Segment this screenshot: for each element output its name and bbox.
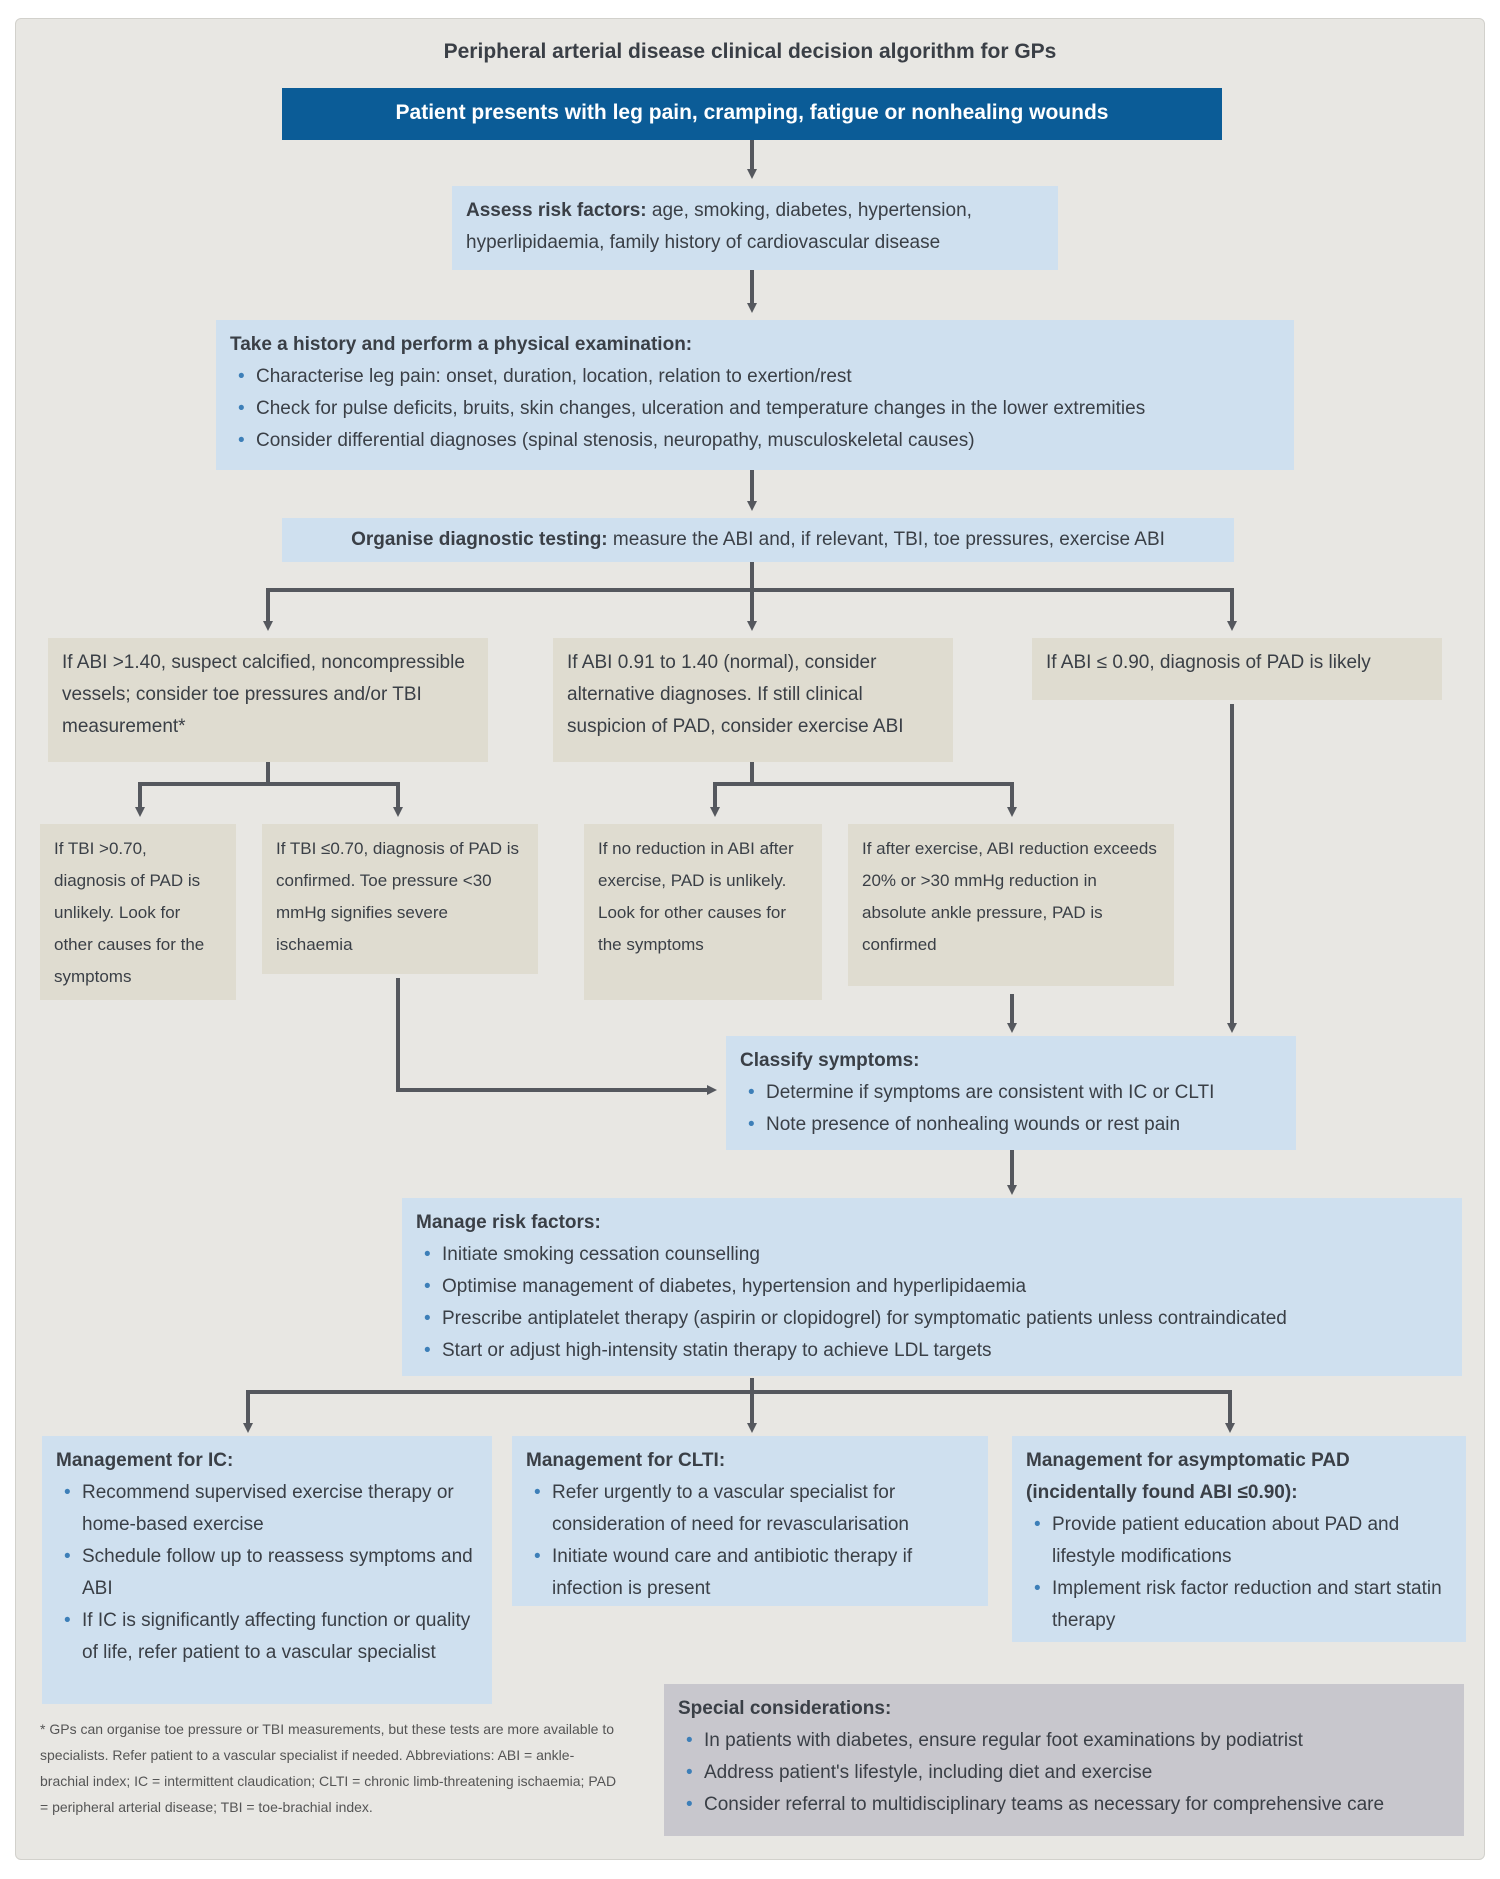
management-ic-list: Recommend supervised exercise therapy or… xyxy=(56,1477,478,1669)
history-item: Consider differential diagnoses (spinal … xyxy=(230,425,1280,457)
split-mid-bar xyxy=(713,782,1017,817)
exercise-drop-box: If after exercise, ABI reduction exceeds… xyxy=(848,824,1174,986)
history-list: Characterise leg pain: onset, duration, … xyxy=(230,361,1280,457)
classify-item: Note presence of nonhealing wounds or re… xyxy=(740,1109,1282,1141)
exercise-none-box: If no reduction in ABI after exercise, P… xyxy=(584,824,822,1000)
management-asymptomatic-list: Provide patient education about PAD and … xyxy=(1026,1509,1452,1637)
split-left-bar xyxy=(138,782,403,817)
history-item: Characterise leg pain: onset, duration, … xyxy=(230,361,1280,393)
tbi-high-box: If TBI >0.70, diagnosis of PAD is unlike… xyxy=(40,824,236,1000)
abi-normal-text: If ABI 0.91 to 1.40 (normal), consider a… xyxy=(567,652,904,737)
manage-risk-item: Prescribe antiplatelet therapy (aspirin … xyxy=(416,1303,1448,1335)
classify-item: Determine if symptoms are consistent wit… xyxy=(740,1077,1282,1109)
abi-low-text: If ABI ≤ 0.90, diagnosis of PAD is likel… xyxy=(1046,652,1371,673)
special-consideration-item: Address patient's lifestyle, including d… xyxy=(678,1757,1450,1789)
arrow-tbilow-to-classify xyxy=(396,978,717,1095)
tbi-high-text: If TBI >0.70, diagnosis of PAD is unlike… xyxy=(54,839,205,986)
classify-heading: Classify symptoms: xyxy=(740,1050,920,1071)
exercise-drop-text: If after exercise, ABI reduction exceeds… xyxy=(862,839,1157,954)
special-consideration-item: In patients with diabetes, ensure regula… xyxy=(678,1725,1450,1757)
assess-risk-text: age, smoking, diabetes, hypertension, hy… xyxy=(466,200,972,253)
management-asymptomatic-item: Provide patient education about PAD and … xyxy=(1026,1509,1452,1573)
management-clti-item: Refer urgently to a vascular specialist … xyxy=(526,1477,974,1541)
start-text: Patient presents with leg pain, cramping… xyxy=(395,101,1109,124)
assess-risk-box: Assess risk factors: age, smoking, diabe… xyxy=(452,186,1058,270)
management-asymptomatic-box: Management for asymptomatic PAD (inciden… xyxy=(1012,1436,1466,1642)
diagnostic-box: Organise diagnostic testing: measure the… xyxy=(282,518,1234,562)
management-asymptomatic-heading: Management for asymptomatic PAD (inciden… xyxy=(1026,1450,1350,1503)
abi-high-text: If ABI >1.40, suspect calcified, noncomp… xyxy=(62,652,465,737)
exercise-none-text: If no reduction in ABI after exercise, P… xyxy=(598,839,794,954)
history-heading: Take a history and perform a physical ex… xyxy=(230,334,693,355)
abi-high-box: If ABI >1.40, suspect calcified, noncomp… xyxy=(48,638,488,762)
diagnostic-heading: Organise diagnostic testing: xyxy=(351,529,608,550)
footnote: * GPs can organise toe pressure or TBI m… xyxy=(40,1721,617,1815)
management-clti-heading: Management for CLTI: xyxy=(526,1450,726,1471)
management-ic-item: If IC is significantly affecting functio… xyxy=(56,1605,478,1669)
management-ic-heading: Management for IC: xyxy=(56,1450,234,1471)
history-item: Check for pulse deficits, bruits, skin c… xyxy=(230,393,1280,425)
split-mgmt-bar xyxy=(246,1390,1232,1428)
management-ic-box: Management for IC: Recommend supervised … xyxy=(42,1436,492,1704)
manage-risk-item: Initiate smoking cessation counselling xyxy=(416,1239,1448,1271)
special-considerations-box: Special considerations: In patients with… xyxy=(664,1684,1464,1836)
special-consideration-item: Consider referral to multidisciplinary t… xyxy=(678,1789,1450,1821)
special-considerations-list: In patients with diabetes, ensure regula… xyxy=(678,1725,1450,1821)
classify-box: Classify symptoms: Determine if symptoms… xyxy=(726,1036,1296,1150)
tbi-low-text: If TBI ≤0.70, diagnosis of PAD is confir… xyxy=(276,839,520,954)
diagnostic-text: measure the ABI and, if relevant, TBI, t… xyxy=(612,529,1165,550)
diagram-title: Peripheral arterial disease clinical dec… xyxy=(443,40,1057,63)
manage-risk-heading: Manage risk factors: xyxy=(416,1212,601,1233)
classify-list: Determine if symptoms are consistent wit… xyxy=(740,1077,1282,1141)
abi-low-box: If ABI ≤ 0.90, diagnosis of PAD is likel… xyxy=(1032,638,1442,700)
start-banner: Patient presents with leg pain, cramping… xyxy=(282,88,1222,140)
management-ic-item: Schedule follow up to reassess symptoms … xyxy=(56,1541,478,1605)
history-box: Take a history and perform a physical ex… xyxy=(216,320,1294,470)
manage-risk-box: Manage risk factors: Initiate smoking ce… xyxy=(402,1198,1462,1376)
management-clti-item: Initiate wound care and antibiotic thera… xyxy=(526,1541,974,1605)
abi-normal-box: If ABI 0.91 to 1.40 (normal), consider a… xyxy=(553,638,953,762)
management-ic-item: Recommend supervised exercise therapy or… xyxy=(56,1477,478,1541)
special-considerations-heading: Special considerations: xyxy=(678,1698,892,1719)
assess-risk-heading: Assess risk factors: xyxy=(466,200,647,221)
manage-risk-list: Initiate smoking cessation counselling O… xyxy=(416,1239,1448,1367)
tbi-low-box: If TBI ≤0.70, diagnosis of PAD is confir… xyxy=(262,824,538,974)
management-asymptomatic-item: Implement risk factor reduction and star… xyxy=(1026,1573,1452,1637)
management-clti-box: Management for CLTI: Refer urgently to a… xyxy=(512,1436,988,1606)
manage-risk-item: Optimise management of diabetes, hyperte… xyxy=(416,1271,1448,1303)
management-clti-list: Refer urgently to a vascular specialist … xyxy=(526,1477,974,1605)
manage-risk-item: Start or adjust high-intensity statin th… xyxy=(416,1335,1448,1367)
